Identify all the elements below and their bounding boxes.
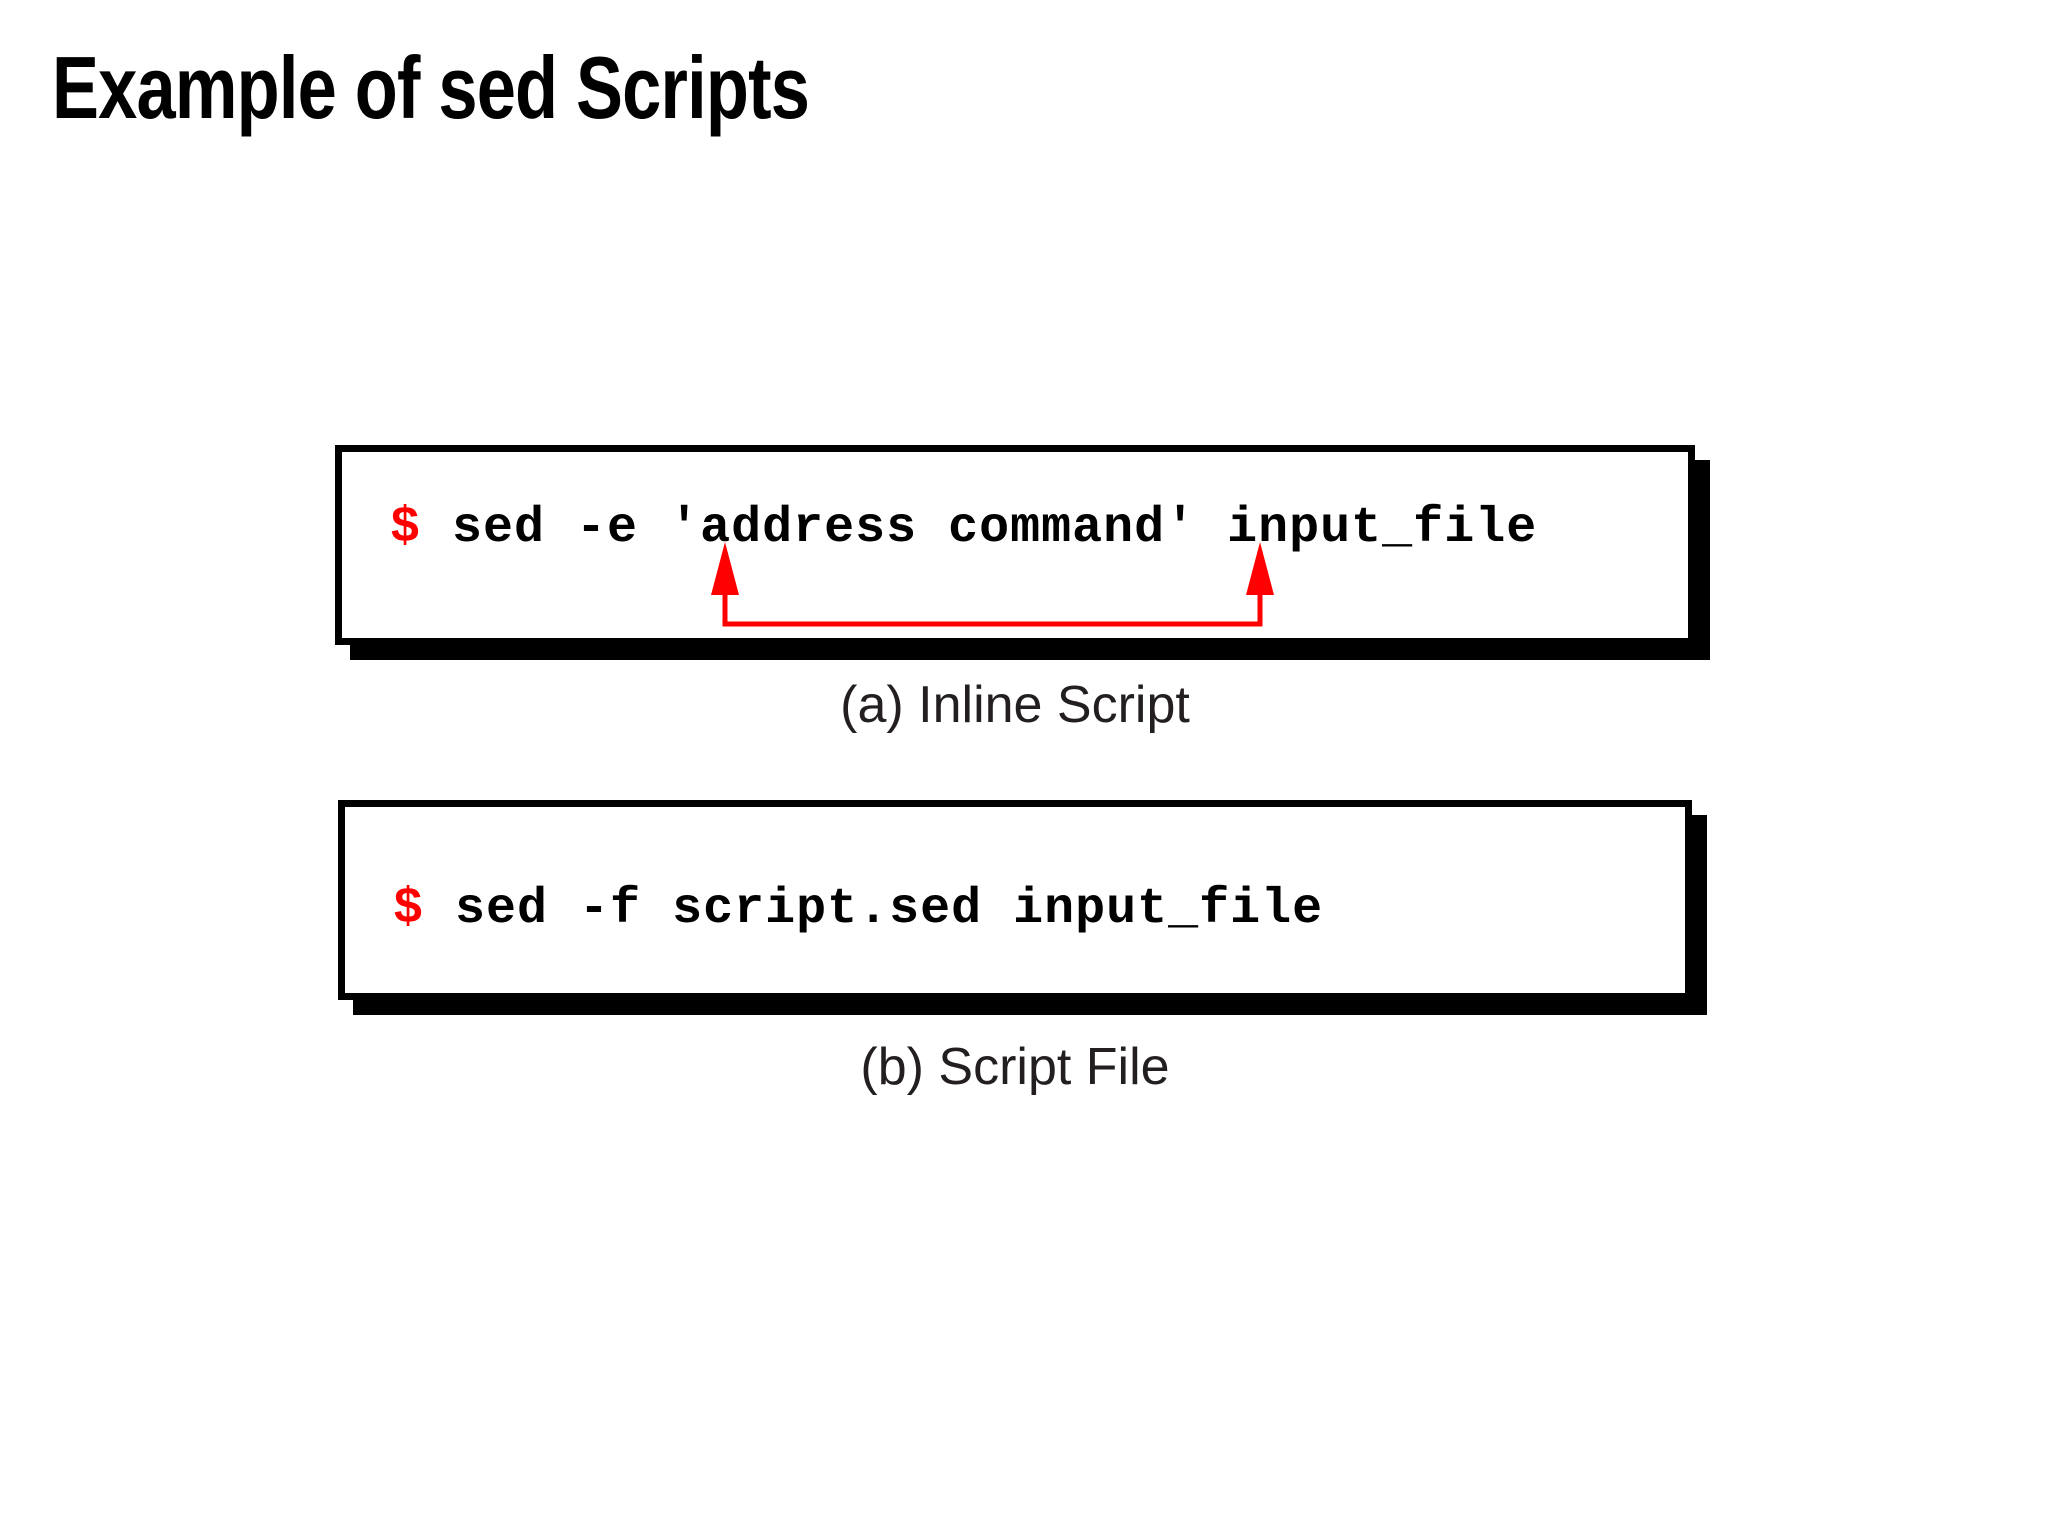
code-text	[424, 881, 455, 938]
code-command-text: sed -e 'address command' input_file	[452, 500, 1538, 557]
shell-prompt-symbol: $	[390, 500, 422, 557]
code-line-inline-script: $ sed -e 'address command' input_file	[390, 504, 1537, 554]
code-text	[421, 500, 452, 557]
caption-panel-a: (a) Inline Script	[840, 676, 1190, 734]
page-title: Example of sed Scripts	[52, 38, 810, 137]
code-command-text: sed -f script.sed input_file	[455, 881, 1324, 938]
code-box-frame: $ sed -e 'address command' input_file	[335, 445, 1695, 645]
arrow-bracket-connector	[722, 595, 1263, 627]
shell-prompt-symbol: $	[393, 881, 425, 938]
caption-panel-b: (b) Script File	[860, 1038, 1170, 1096]
code-box-script-file: $ sed -f script.sed input_file	[338, 800, 1707, 1015]
code-line-script-file: $ sed -f script.sed input_file	[393, 885, 1323, 935]
code-box-inline-script: $ sed -e 'address command' input_file	[335, 445, 1710, 660]
code-box-frame: $ sed -f script.sed input_file	[338, 800, 1692, 1000]
